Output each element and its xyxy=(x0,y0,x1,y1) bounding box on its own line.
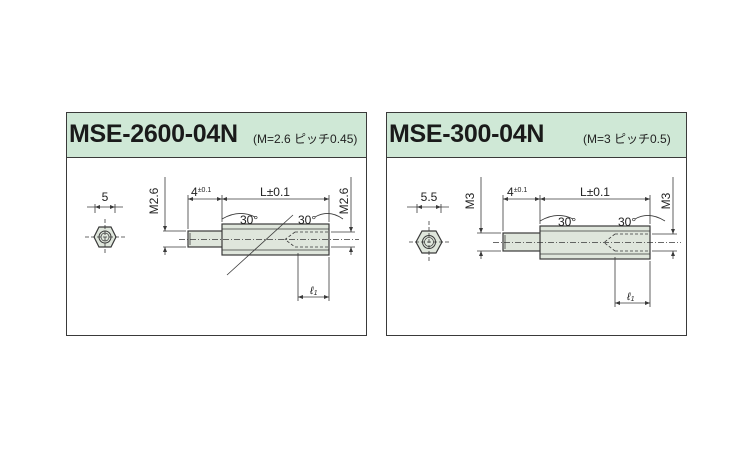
stud-length-label: 4±0.1 xyxy=(507,185,527,199)
thread-spec: (M=3 ピッチ0.5) xyxy=(583,132,671,146)
thread-left-label: M3 xyxy=(463,192,477,209)
angle-right-label: 30° xyxy=(618,215,636,229)
angle-left-label: 30° xyxy=(240,213,258,227)
model-number: MSE-2600-04N xyxy=(69,120,238,148)
angle-right-label: 30° xyxy=(298,213,316,227)
panel-header: MSE-2600-04N (M=2.6 ピッチ0.45) xyxy=(67,113,366,158)
spec-panel-left: MSE-2600-04N (M=2.6 ピッチ0.45) xyxy=(66,112,367,336)
body-length-label: L±0.1 xyxy=(580,185,610,199)
body-length-label: L±0.1 xyxy=(260,185,290,199)
hex-width-label: 5.5 xyxy=(421,190,438,204)
spacer-drawing: 5.5 4±0.1 L±0.1 M3 M3 30° 30° ℓ1 xyxy=(407,177,681,307)
stud-length-label: 4±0.1 xyxy=(191,185,211,199)
thread-left-label: M2.6 xyxy=(147,187,161,214)
thread-right-label: M3 xyxy=(659,192,673,209)
model-number: MSE-300-04N xyxy=(389,120,545,148)
spec-panel-right: MSE-300-04N (M=3 ピッチ0.5) xyxy=(386,112,687,336)
angle-left-label: 30° xyxy=(558,215,576,229)
hex-width-label: 5 xyxy=(102,190,109,204)
spacer-drawing: 5 4±0.1 L±0.1 M2.6 M2.6 30° 30° ℓ1 xyxy=(85,177,359,301)
thread-right-label: M2.6 xyxy=(337,187,351,214)
panel-header: MSE-300-04N (M=3 ピッチ0.5) xyxy=(387,113,686,158)
depth-label: ℓ1 xyxy=(626,291,635,303)
thread-spec: (M=2.6 ピッチ0.45) xyxy=(253,132,358,146)
depth-label: ℓ1 xyxy=(309,285,318,297)
